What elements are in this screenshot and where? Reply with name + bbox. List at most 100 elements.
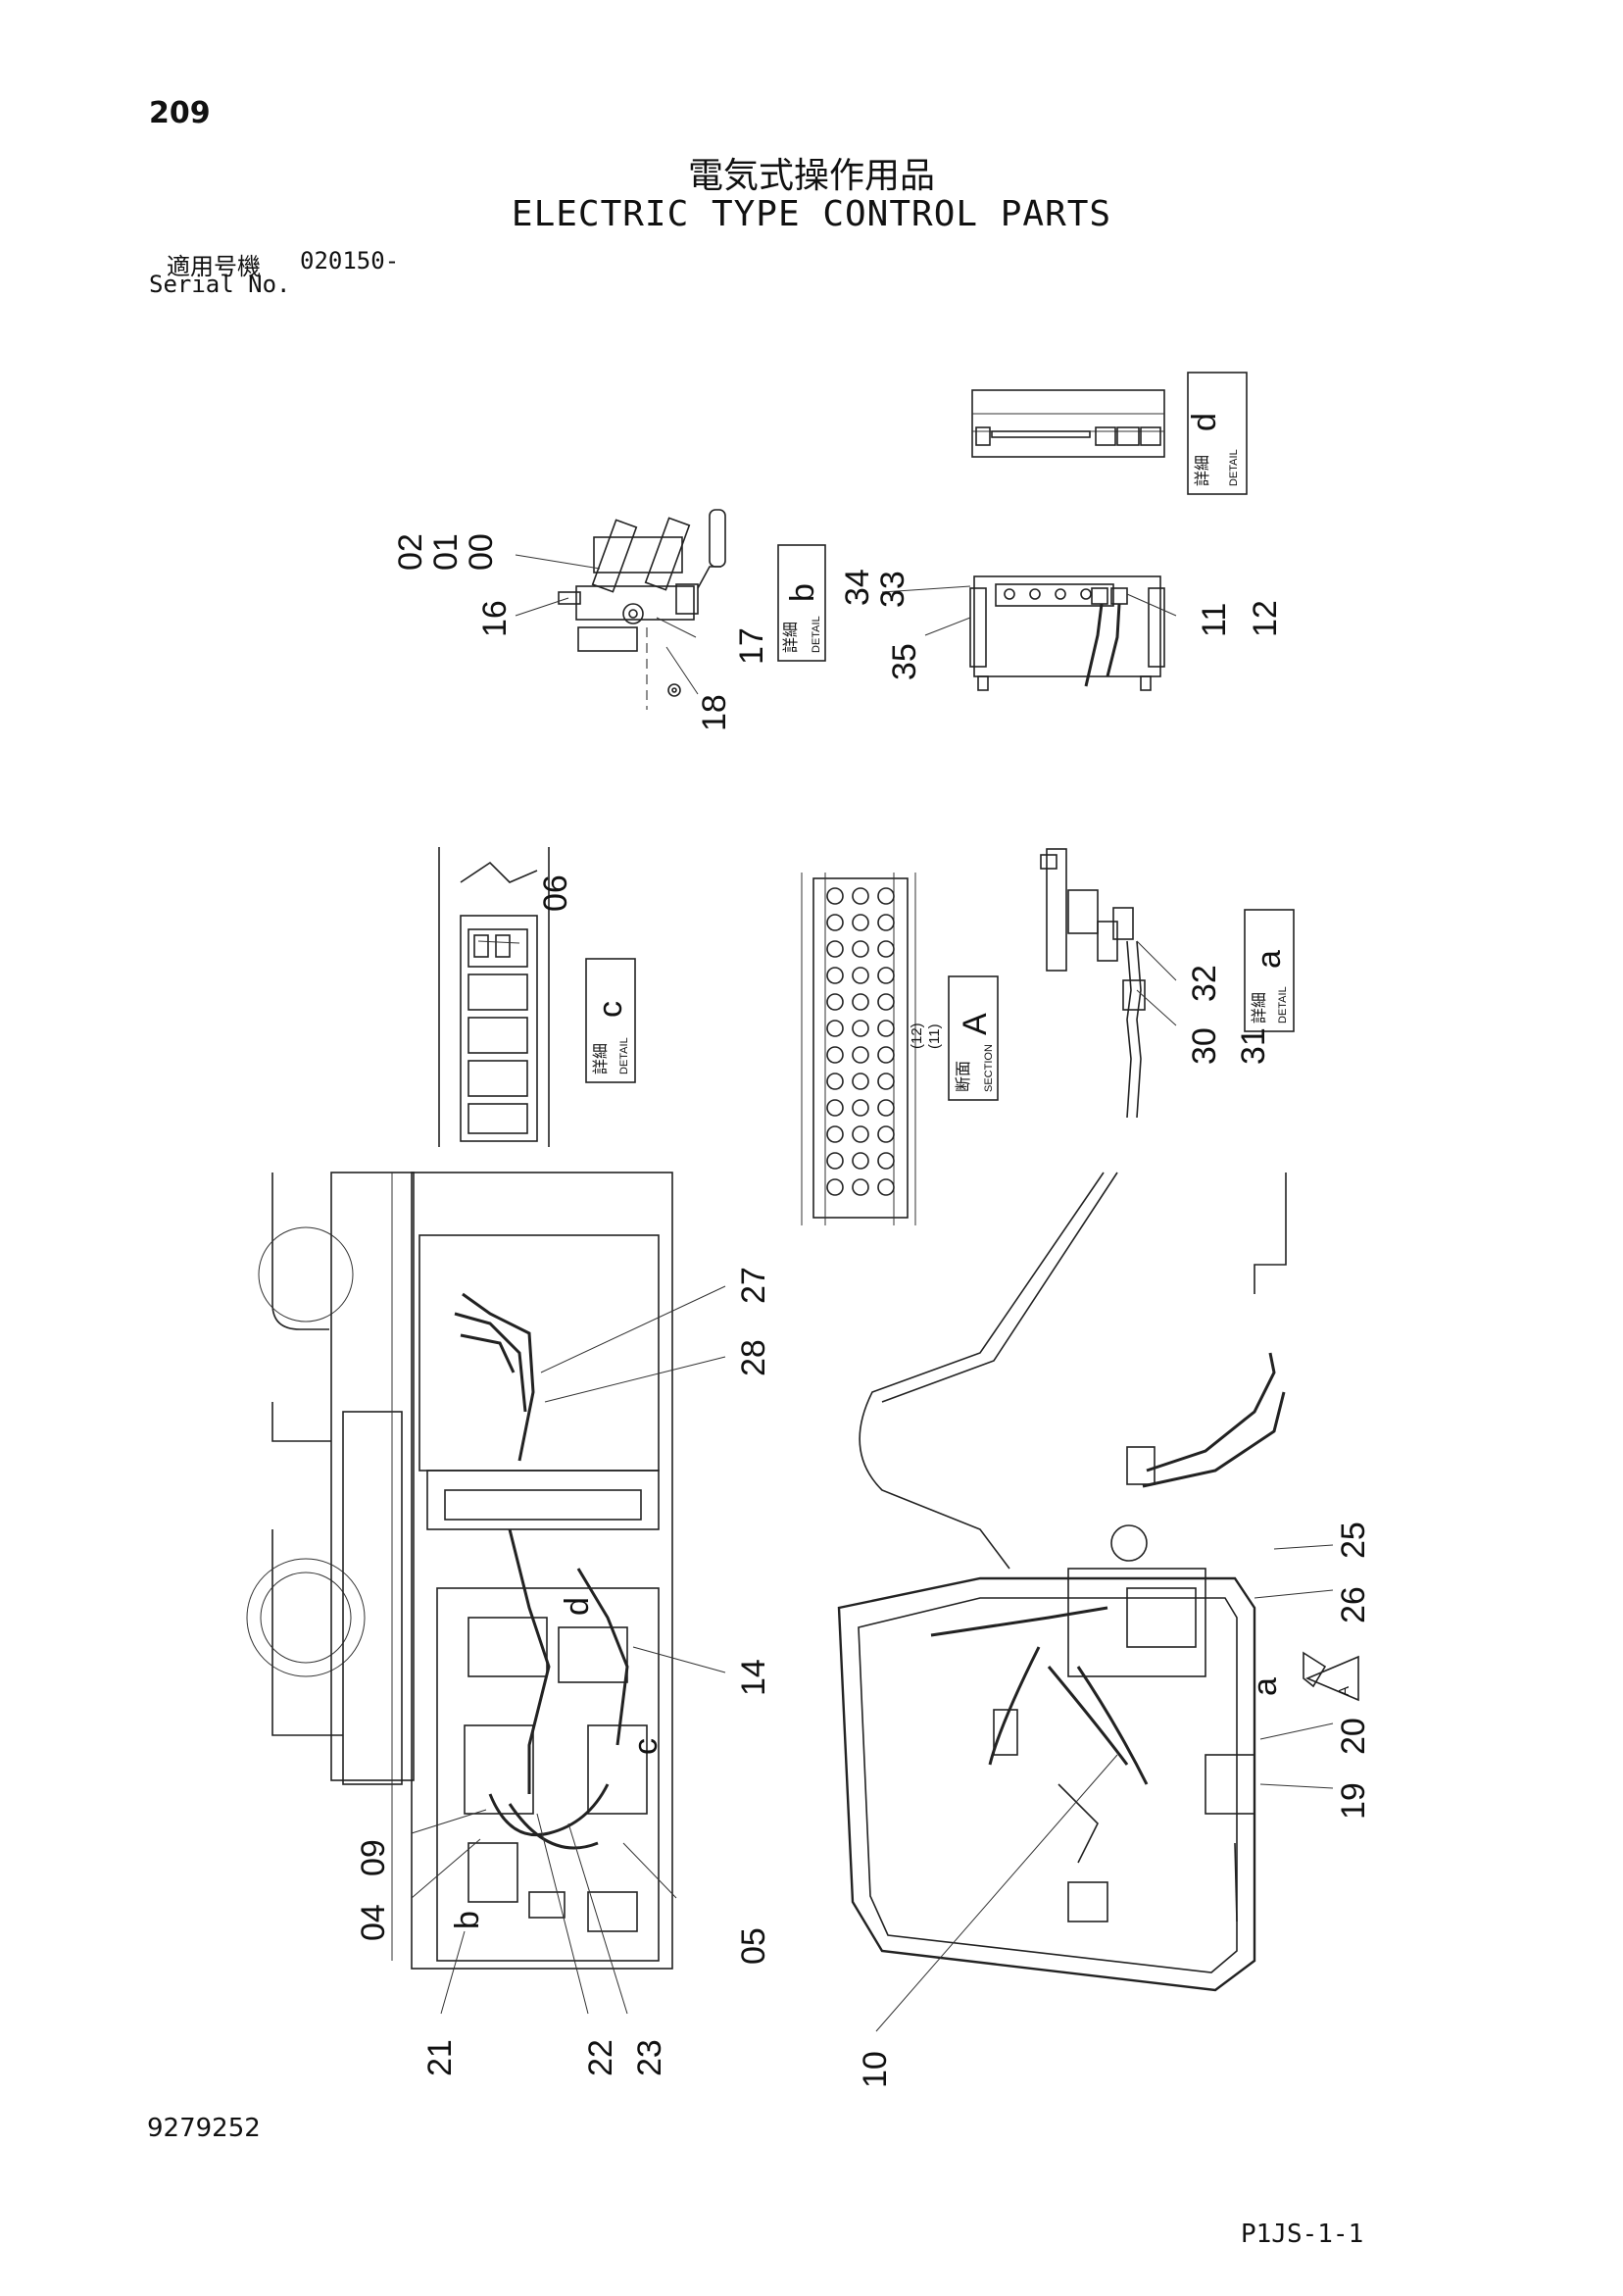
callout-30: 30: [1186, 1027, 1223, 1065]
section-ref-12: (12): [909, 1023, 925, 1049]
document-number: 9279252: [147, 2114, 261, 2143]
callout-16: 16: [476, 600, 514, 637]
connector-pin: [852, 1020, 869, 1037]
callout-00: 00: [463, 533, 500, 571]
connector-pin: [852, 1046, 869, 1064]
title-japanese: 電気式操作用品: [687, 156, 935, 196]
connector-pin: [826, 887, 844, 905]
connector-pin: [852, 1178, 869, 1196]
detail-a-drawing: [1040, 848, 1146, 1119]
callout-28: 28: [735, 1339, 772, 1376]
connector-pin: [826, 1152, 844, 1170]
callouts: 02 01 00 16 17 18 34 33 35 11 12 06 32 3…: [355, 533, 1372, 2088]
connector-pin: [852, 1073, 869, 1090]
section-a-letter: A: [957, 1013, 994, 1035]
connector-pin: [852, 940, 869, 958]
connector-pin: [877, 1152, 895, 1170]
section-ref-11: (11): [926, 1023, 943, 1049]
detail-d-letter: d: [1186, 413, 1223, 431]
connector-pin: [877, 1125, 895, 1143]
main-cab-view-drawing: [837, 1172, 1327, 1992]
connector-pin: [852, 1099, 869, 1117]
callout-06: 06: [537, 874, 574, 912]
callout-22: 22: [582, 2039, 619, 2076]
svg-text:(12): (12): [909, 1023, 925, 1049]
detail-b-label-box: b 詳細 DETAIL: [777, 544, 826, 662]
connector-pin: [852, 887, 869, 905]
callout-leaders: [411, 554, 1334, 2032]
marker-b: b: [449, 1911, 486, 1929]
connector-pin: [877, 940, 895, 958]
connector-pin: [852, 1152, 869, 1170]
connector-pin: [852, 1125, 869, 1143]
connector-pin: [826, 1073, 844, 1090]
callout-01: 01: [427, 533, 465, 571]
connector-pin: [826, 1099, 844, 1117]
detail-a-letter: a: [1251, 950, 1288, 969]
page-code: P1JS-1-1: [1241, 2220, 1364, 2249]
serial-label-english: Serial No.: [149, 271, 291, 298]
detail-a-en: DETAIL: [1277, 986, 1289, 1023]
detail-d-label-box: d 詳細 DETAIL: [1186, 372, 1248, 495]
detail-c-letter: c: [592, 1001, 629, 1018]
callout-26: 26: [1335, 1586, 1372, 1623]
title-english: ELECTRIC TYPE CONTROL PARTS: [511, 194, 1112, 234]
callout-17: 17: [733, 627, 770, 665]
detail-d-jp: 詳細: [1193, 455, 1211, 486]
detail-c-jp: 詳細: [591, 1043, 610, 1074]
main-top-view-drawing: [246, 1172, 673, 1970]
connector-pin: [826, 940, 844, 958]
section-a-arrow: [1304, 1655, 1359, 1702]
connector-pin: [877, 914, 895, 931]
connector-pin: [877, 1178, 895, 1196]
callout-18: 18: [696, 694, 733, 731]
connector-pin: [826, 1178, 844, 1196]
svg-text:(11): (11): [926, 1023, 943, 1049]
callout-14: 14: [735, 1659, 772, 1696]
connector-pin: [852, 967, 869, 984]
callout-19: 19: [1335, 1782, 1372, 1820]
detail-b-jp: 詳細: [781, 622, 800, 653]
connector-pin: [826, 993, 844, 1011]
callout-02: 02: [392, 533, 429, 571]
connector-pin: [826, 1125, 844, 1143]
detail-b-letter: b: [784, 583, 821, 602]
controller-box-drawing: [969, 575, 1165, 691]
serial-value: 020150-: [300, 247, 400, 275]
callout-09: 09: [355, 1839, 392, 1876]
connector-pin: [877, 1073, 895, 1090]
serial-label-japanese: 適用号機: [167, 253, 261, 280]
marker-c: c: [627, 1738, 664, 1755]
detail-c-label-box: c 詳細 DETAIL: [585, 958, 636, 1083]
callout-32: 32: [1186, 965, 1223, 1002]
section-a-en: SECTION: [983, 1044, 995, 1092]
connector-pin: [877, 1020, 895, 1037]
connector-pin: [826, 1046, 844, 1064]
section-a-label-box: A 断面 SECTION: [948, 975, 999, 1101]
callout-04: 04: [355, 1904, 392, 1941]
callout-25: 25: [1335, 1522, 1372, 1559]
detail-c-drawing: [438, 847, 550, 1147]
callout-20: 20: [1335, 1718, 1372, 1755]
marker-a: a: [1247, 1677, 1284, 1696]
callout-11: 11: [1196, 603, 1233, 637]
callout-23: 23: [631, 2039, 668, 2076]
callout-34: 34: [839, 569, 876, 606]
callout-05: 05: [735, 1927, 772, 1965]
section-a-jp: 断面: [954, 1061, 972, 1092]
callout-27: 27: [735, 1267, 772, 1304]
view-markers: d c b a A: [449, 1597, 1352, 1929]
callout-31: 31: [1235, 1027, 1272, 1065]
detail-d-en: DETAIL: [1228, 449, 1240, 486]
connector-pin: [877, 1046, 895, 1064]
page-number: 209: [149, 96, 211, 130]
connector-pin: [852, 914, 869, 931]
connector-pin: [852, 993, 869, 1011]
callout-33: 33: [874, 571, 911, 608]
connector-pin: [877, 887, 895, 905]
detail-b-valve-drawing: [558, 509, 726, 710]
connector-pin: [826, 1020, 844, 1037]
connector-pin: [826, 914, 844, 931]
marker-d: d: [559, 1597, 596, 1616]
